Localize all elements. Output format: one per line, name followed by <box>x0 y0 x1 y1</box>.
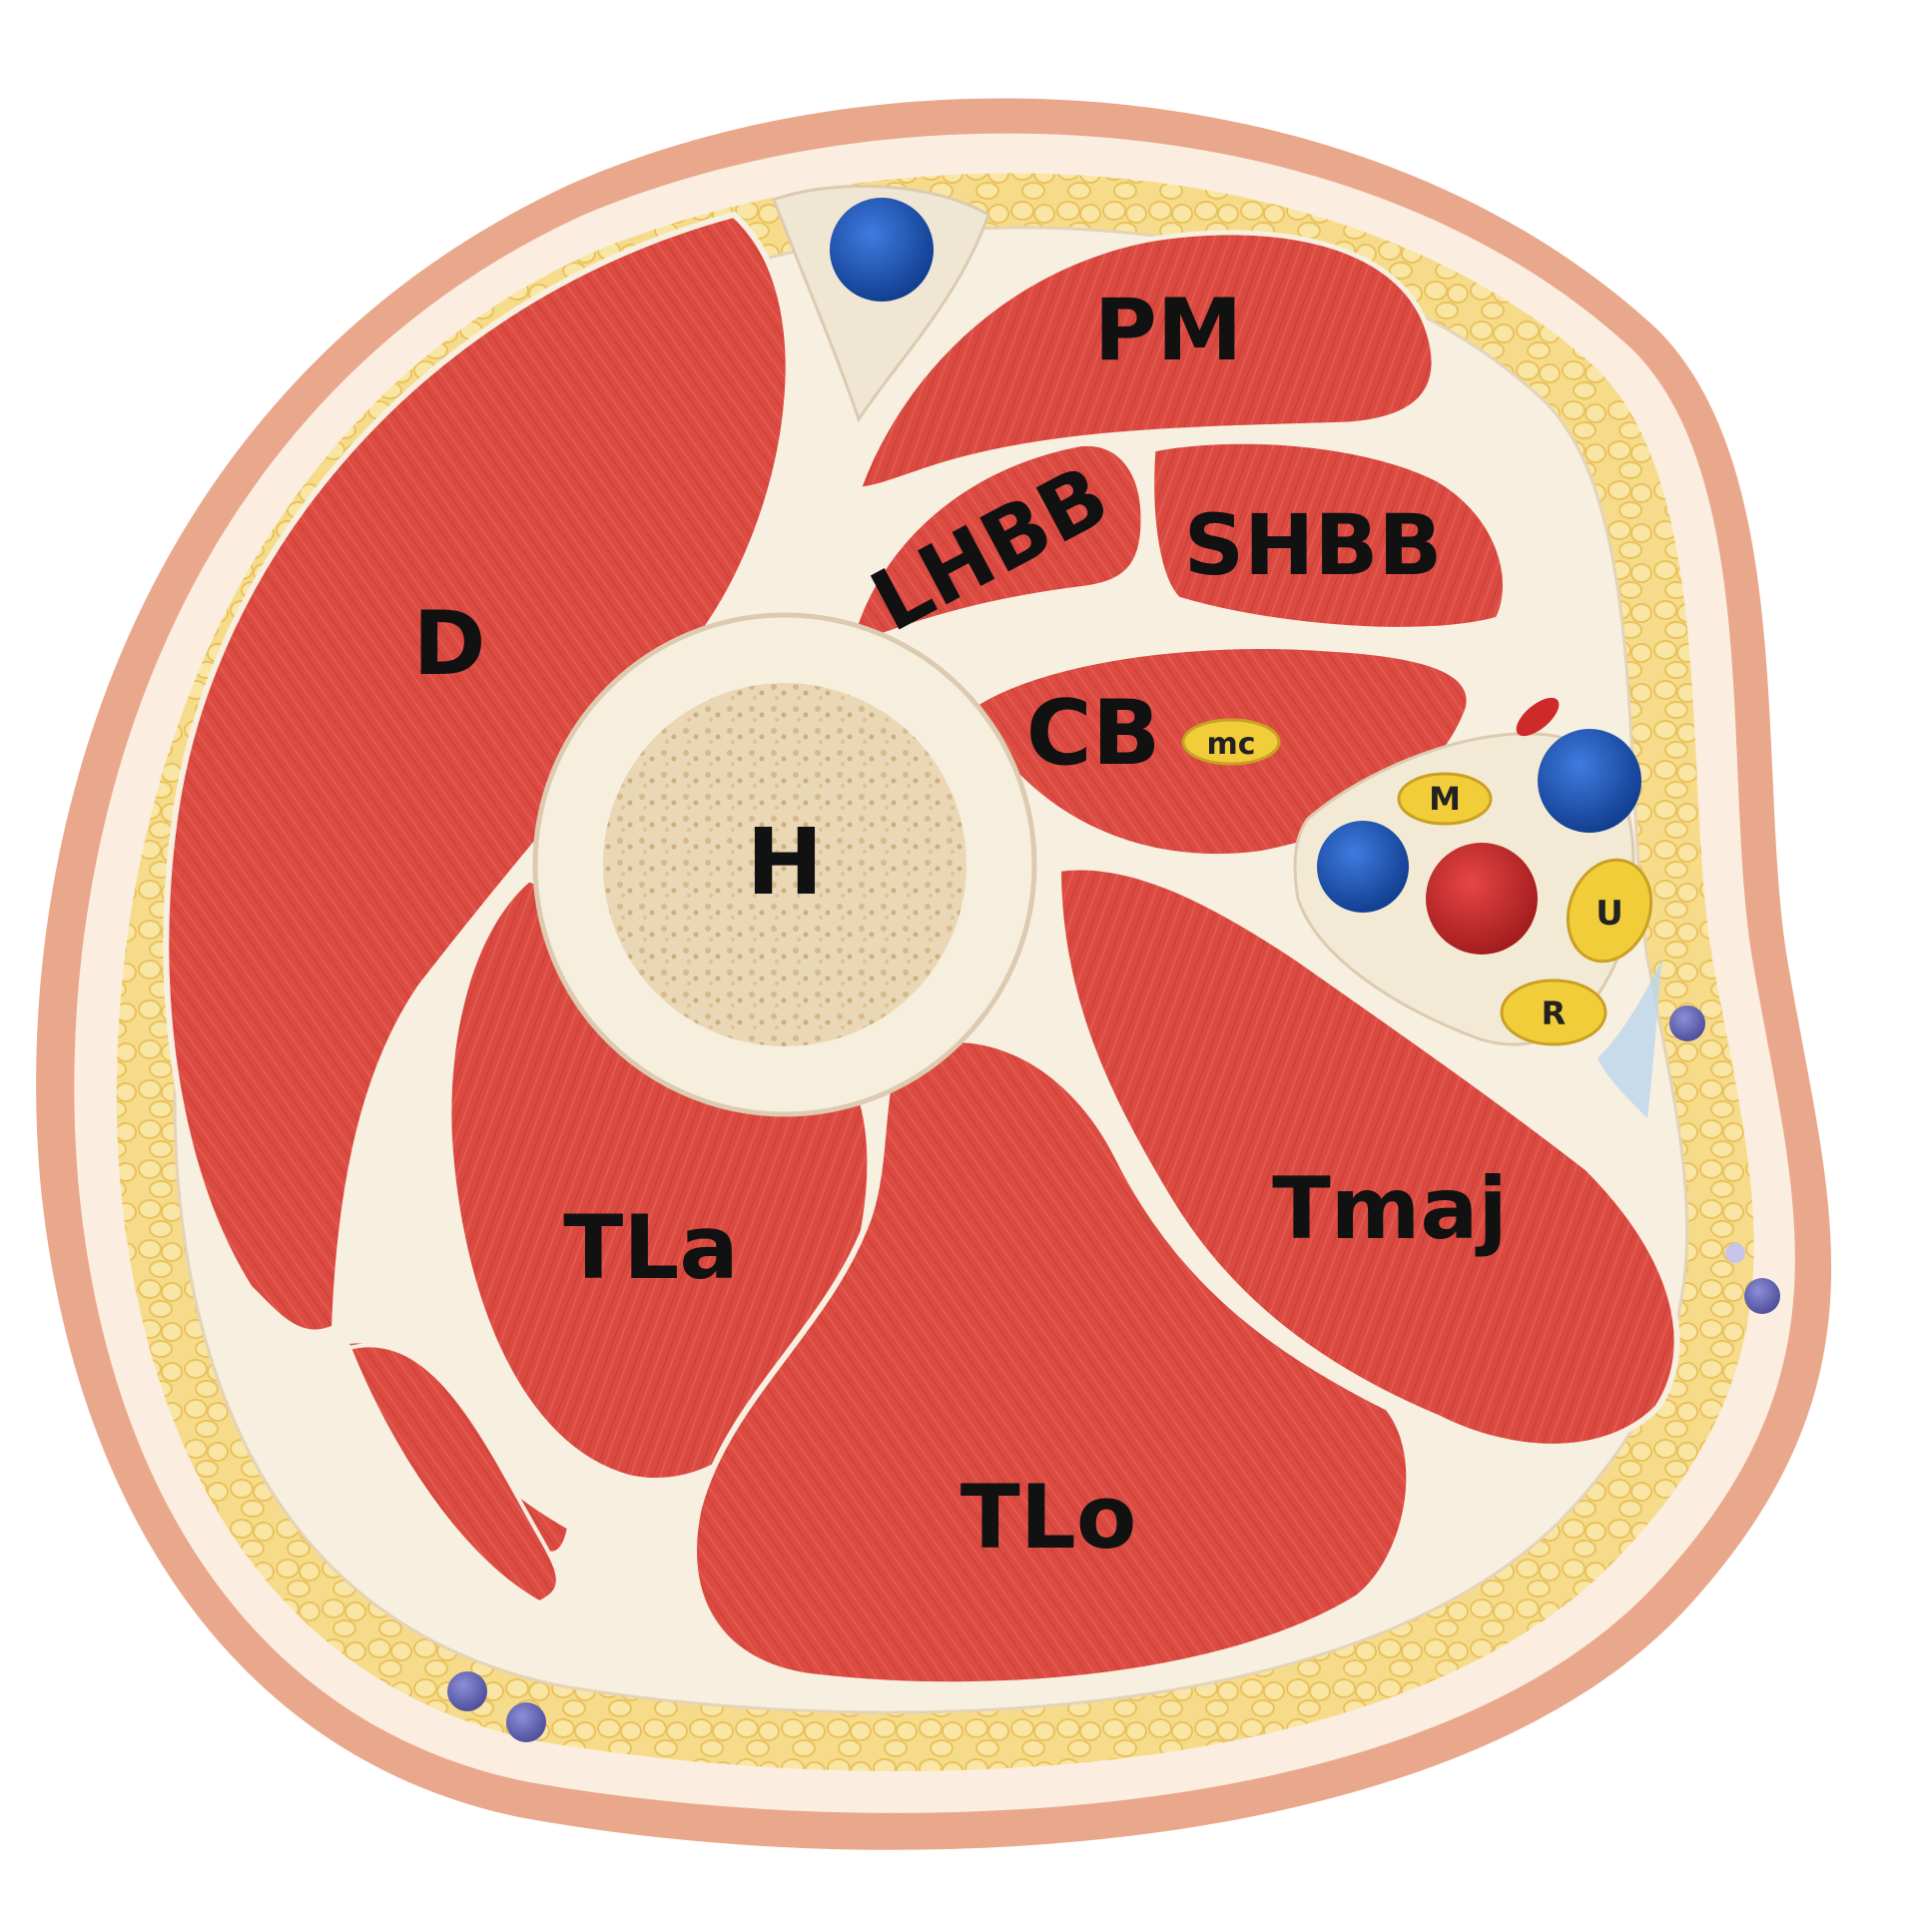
label-u: U <box>1596 894 1623 934</box>
humerus-marrow <box>603 683 966 1046</box>
label-r: R <box>1542 994 1567 1032</box>
label-tmaj: Tmaj <box>1272 1159 1508 1259</box>
musculocutaneous-nerve <box>1181 718 1281 766</box>
brachial-vein <box>1317 821 1409 913</box>
lymphatic-vessel <box>1598 959 1662 1118</box>
ulnar-nerve <box>1566 858 1653 964</box>
cutaneous-vessel-3 <box>1669 1005 1705 1041</box>
basilic-vein <box>1538 729 1641 833</box>
brachial-artery <box>1426 843 1538 955</box>
triceps-long-head-muscle <box>691 1036 1413 1688</box>
cephalic-fascia <box>772 184 990 423</box>
long-head-biceps-muscle <box>845 440 1146 654</box>
radial-nerve <box>1500 978 1607 1046</box>
label-pm: PM <box>1094 281 1243 380</box>
label-shbb: SHBB <box>1184 496 1443 594</box>
pectoralis-major-muscle <box>855 230 1437 492</box>
cutaneous-vessel-5 <box>1725 1243 1745 1263</box>
cutaneous-vessel-1 <box>447 1671 487 1711</box>
short-head-biceps-muscle <box>1149 438 1508 632</box>
label-h: H <box>747 809 824 916</box>
label-cb: CB <box>1026 681 1161 786</box>
small-artery-branch <box>1516 697 1560 737</box>
label-mc: mc <box>1206 727 1255 762</box>
teres-major-muscle <box>1054 864 1680 1450</box>
label-tla: TLa <box>563 1196 738 1299</box>
cutaneous-vessel-4 <box>1744 1278 1780 1314</box>
median-nerve <box>1397 772 1493 826</box>
deltoid-posterior-lobe-2 <box>346 1343 560 1606</box>
label-d: D <box>412 592 485 695</box>
label-m: M <box>1429 780 1461 818</box>
cutaneous-vessel-2 <box>506 1702 546 1742</box>
label-tlo: TLo <box>960 1466 1137 1569</box>
cephalic-vein <box>830 198 934 302</box>
